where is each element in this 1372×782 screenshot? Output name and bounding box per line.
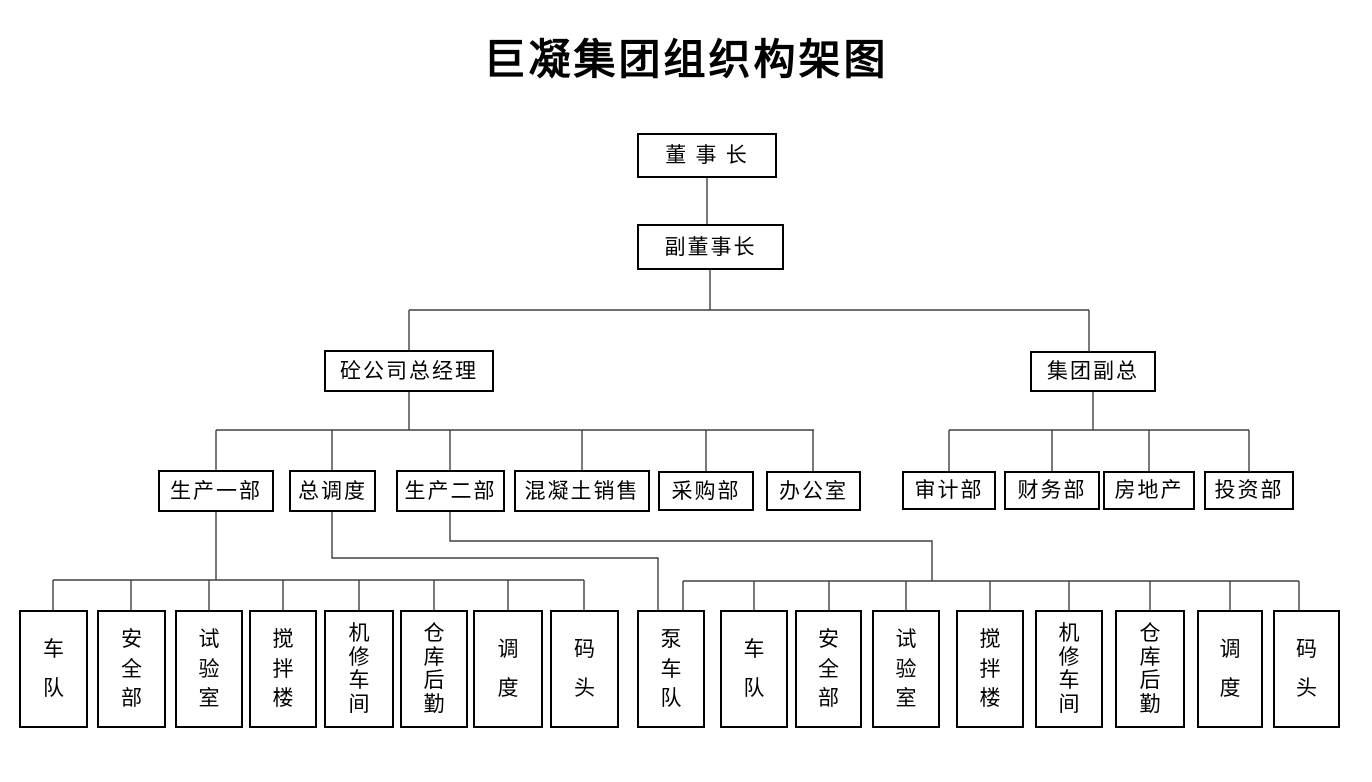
org-node-char: 度: [1219, 676, 1241, 701]
org-node-char: 车: [1058, 668, 1080, 693]
org-node-safety-dept-1: 安全部: [97, 610, 166, 728]
org-node-char: 拌: [979, 656, 1001, 681]
org-node-char: 泵: [660, 626, 682, 651]
org-node-char: 试: [198, 626, 220, 651]
org-node-char: 室: [895, 686, 917, 711]
org-node-char: 部: [121, 686, 142, 711]
org-node-concrete-sales: 混凝土销售: [514, 470, 650, 512]
org-node-char: 楼: [979, 686, 1001, 711]
connector-line: [331, 512, 659, 610]
org-node-char: 全: [818, 656, 839, 681]
org-node-fleet-1: 车队: [19, 610, 88, 728]
org-node-char: 队: [743, 676, 765, 701]
org-node-dispatch-2: 调度: [1197, 610, 1263, 728]
org-node-test-lab-2: 试验室: [872, 610, 940, 728]
org-node-vice-chairman: 副董事长: [637, 224, 784, 270]
org-node-char: 队: [660, 686, 682, 711]
org-node-safety-dept-2: 安全部: [795, 610, 862, 728]
org-node-finance-dept: 财务部: [1004, 471, 1100, 510]
org-node-dock-2: 码头: [1273, 610, 1340, 728]
org-node-char: 库: [1139, 644, 1161, 669]
org-node-real-estate: 房地产: [1103, 471, 1195, 510]
org-node-char: 调: [497, 636, 519, 661]
org-node-char: 间: [348, 692, 370, 717]
org-node-production-dept-1: 生产一部: [158, 470, 274, 512]
org-node-char: 车: [660, 656, 682, 681]
org-node-char: 车: [43, 636, 64, 661]
org-node-char: 仓: [1139, 620, 1161, 645]
org-node-char: 全: [121, 656, 142, 681]
org-node-char: 间: [1058, 692, 1080, 717]
org-node-warehouse-logistics-2: 仓库后勤: [1115, 610, 1185, 728]
org-node-char: 队: [43, 676, 64, 701]
org-node-char: 码: [574, 636, 595, 661]
org-node-test-lab-1: 试验室: [175, 610, 243, 728]
org-node-machine-repair-shop-2: 机修车间: [1035, 610, 1103, 728]
org-node-char: 安: [818, 626, 839, 651]
org-node-char: 头: [574, 676, 595, 701]
org-node-char: 勤: [423, 692, 445, 717]
org-node-char: 仓: [423, 620, 445, 645]
org-node-char: 安: [121, 626, 142, 651]
org-node-char: 验: [895, 656, 917, 681]
org-node-char: 码: [1296, 636, 1317, 661]
org-node-investment-dept: 投资部: [1204, 471, 1294, 510]
org-node-char: 拌: [272, 656, 294, 681]
org-node-char: 库: [423, 644, 445, 669]
org-node-char: 搅: [272, 626, 294, 651]
org-node-office: 办公室: [766, 471, 861, 511]
org-node-char: 搅: [979, 626, 1001, 651]
org-node-char: 后: [423, 668, 445, 693]
org-node-mixing-tower-1: 搅拌楼: [249, 610, 317, 728]
org-node-char: 度: [497, 676, 519, 701]
org-node-char: 车: [348, 668, 370, 693]
org-node-char: 验: [198, 656, 220, 681]
org-node-chief-dispatch: 总调度: [289, 470, 376, 512]
org-node-char: 头: [1296, 676, 1317, 701]
org-node-char: 修: [1058, 644, 1080, 669]
org-node-char: 勤: [1139, 692, 1161, 717]
org-node-char: 试: [895, 626, 917, 651]
org-node-dispatch-1: 调度: [473, 610, 543, 728]
org-node-char: 后: [1139, 668, 1161, 693]
org-node-char: 楼: [272, 686, 294, 711]
org-node-char: 机: [1058, 620, 1080, 645]
org-node-pump-truck-fleet: 泵车队: [637, 610, 705, 728]
org-node-concrete-company-gm: 砼公司总经理: [324, 350, 494, 392]
org-node-purchasing-dept: 采购部: [658, 471, 754, 511]
org-node-machine-repair-shop-1: 机修车间: [324, 610, 394, 728]
org-node-fleet-2: 车队: [720, 610, 788, 728]
org-node-char: 调: [1219, 636, 1241, 661]
org-node-group-deputy-gm: 集团副总: [1030, 351, 1156, 392]
org-node-char: 机: [348, 620, 370, 645]
org-node-char: 室: [198, 686, 220, 711]
org-node-dock-1: 码头: [550, 610, 619, 728]
chart-title: 巨凝集团组织构架图: [483, 38, 889, 84]
org-node-char: 部: [818, 686, 839, 711]
org-node-mixing-tower-2: 搅拌楼: [956, 610, 1024, 728]
org-node-chairman: 董 事 长: [637, 133, 777, 178]
org-node-char: 车: [743, 636, 765, 661]
org-node-warehouse-logistics-1: 仓库后勤: [400, 610, 468, 728]
org-node-production-dept-2: 生产二部: [396, 470, 505, 512]
org-node-char: 修: [348, 644, 370, 669]
connector-line: [449, 512, 933, 581]
org-node-audit-dept: 审计部: [902, 471, 996, 510]
